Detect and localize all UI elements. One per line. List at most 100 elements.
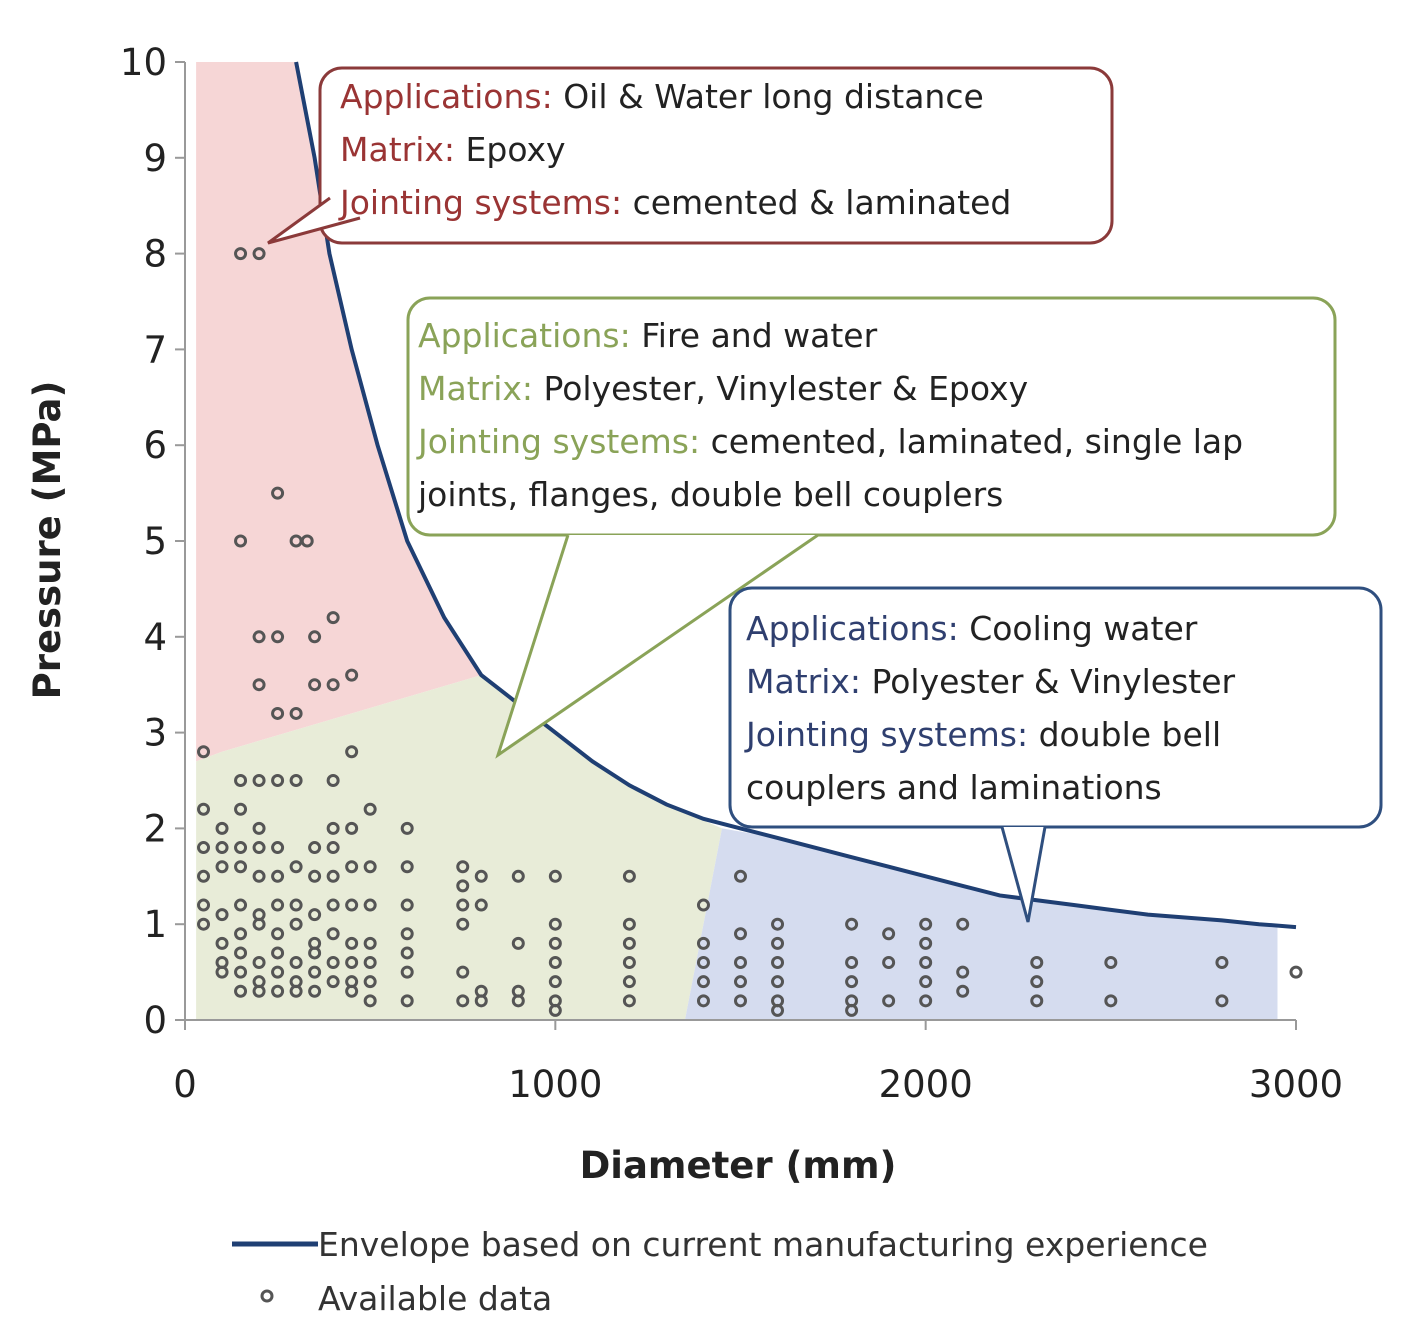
data-point — [400, 965, 414, 979]
y-tick-label: 3 — [143, 712, 167, 755]
data-point — [308, 630, 322, 644]
data-point — [252, 821, 266, 835]
data-point — [734, 927, 747, 941]
callout-line-label: Jointing systems: — [416, 422, 700, 461]
y-tick-label: 9 — [143, 137, 167, 180]
data-point — [252, 984, 266, 998]
data-point — [300, 534, 314, 548]
data-point — [882, 994, 896, 1008]
data-point — [696, 994, 710, 1008]
callout-line-label: Applications: — [418, 316, 631, 355]
data-point — [289, 860, 303, 874]
data-point — [363, 802, 377, 816]
data-point — [271, 706, 285, 720]
data-point — [956, 965, 970, 979]
data-point — [1030, 994, 1044, 1008]
data-points — [197, 247, 1303, 1017]
data-point — [363, 994, 377, 1008]
legend-label-data: Available data — [318, 1279, 552, 1318]
data-point — [345, 956, 359, 970]
callout-line-text: couplers and laminations — [746, 768, 1162, 807]
data-point — [696, 898, 710, 912]
data-point — [548, 956, 562, 970]
callout-tail — [267, 196, 361, 245]
y-tick-label: 7 — [143, 328, 167, 371]
data-point — [696, 936, 710, 950]
data-point — [197, 898, 211, 912]
callout-box — [318, 66, 1114, 245]
data-point — [622, 975, 636, 989]
data-point — [308, 678, 322, 692]
data-point — [234, 927, 248, 941]
data-point — [882, 956, 896, 970]
data-point — [252, 841, 266, 855]
data-point — [289, 917, 303, 931]
data-point — [696, 956, 710, 970]
data-point — [234, 247, 248, 261]
y-tick-label: 10 — [120, 41, 167, 84]
data-point — [345, 860, 359, 874]
data-point — [308, 965, 322, 979]
callout-line-label: Jointing systems: — [744, 715, 1028, 754]
data-point — [197, 745, 211, 759]
data-point — [456, 965, 470, 979]
data-point — [234, 984, 248, 998]
data-point — [345, 668, 359, 682]
data-point — [622, 994, 636, 1008]
legend-label-envelope: Envelope based on current manufacturing … — [318, 1225, 1208, 1264]
data-point — [271, 946, 285, 960]
x-axis-label: Diameter (mm) — [580, 1144, 897, 1187]
data-point — [234, 860, 248, 874]
data-point — [215, 860, 229, 874]
data-point — [363, 860, 377, 874]
data-point — [1030, 956, 1044, 970]
data-point — [845, 956, 859, 970]
data-point — [234, 965, 248, 979]
data-point — [734, 869, 747, 883]
data-point — [252, 956, 266, 970]
y-tick-label: 6 — [143, 424, 167, 467]
y-tick-label: 8 — [143, 233, 167, 276]
data-point — [345, 745, 359, 759]
callout-line-label: Matrix: — [418, 369, 533, 408]
data-point — [345, 821, 359, 835]
envelope-line — [294, 61, 1297, 930]
data-point — [696, 975, 710, 989]
data-point — [622, 936, 636, 950]
data-point — [474, 869, 488, 883]
callout-line-text: Polyester, Vinylester & Epoxy — [533, 369, 1028, 408]
data-point — [252, 247, 266, 261]
callout-box — [406, 296, 1337, 537]
data-point — [771, 956, 785, 970]
data-point — [734, 956, 747, 970]
envelope-curve — [294, 61, 1297, 930]
y-axis-label: Pressure (MPa) — [26, 381, 69, 700]
data-point — [1030, 975, 1044, 989]
data-point — [919, 975, 933, 989]
callout-line: Applications: Cooling water — [746, 609, 1198, 648]
data-point — [326, 611, 340, 625]
data-point — [845, 1003, 859, 1017]
data-point — [956, 917, 970, 931]
data-point — [400, 821, 414, 835]
data-point — [252, 917, 266, 931]
data-point — [197, 841, 211, 855]
data-point — [400, 927, 414, 941]
callout-tail-fill — [268, 198, 360, 243]
callout-line-text: Fire and water — [631, 316, 878, 355]
data-point — [271, 774, 285, 787]
data-point — [326, 927, 340, 941]
region-0 — [196, 62, 482, 762]
data-point — [400, 994, 414, 1008]
y-tick-label: 5 — [143, 520, 167, 563]
data-point — [234, 774, 248, 787]
callouts: Applications: Oil & Water long distanceM… — [267, 66, 1383, 923]
data-point — [345, 898, 359, 912]
data-point — [252, 630, 266, 644]
data-point — [215, 936, 229, 950]
data-point — [308, 841, 322, 855]
data-point — [1104, 994, 1118, 1008]
y-tick-label: 2 — [143, 807, 167, 850]
